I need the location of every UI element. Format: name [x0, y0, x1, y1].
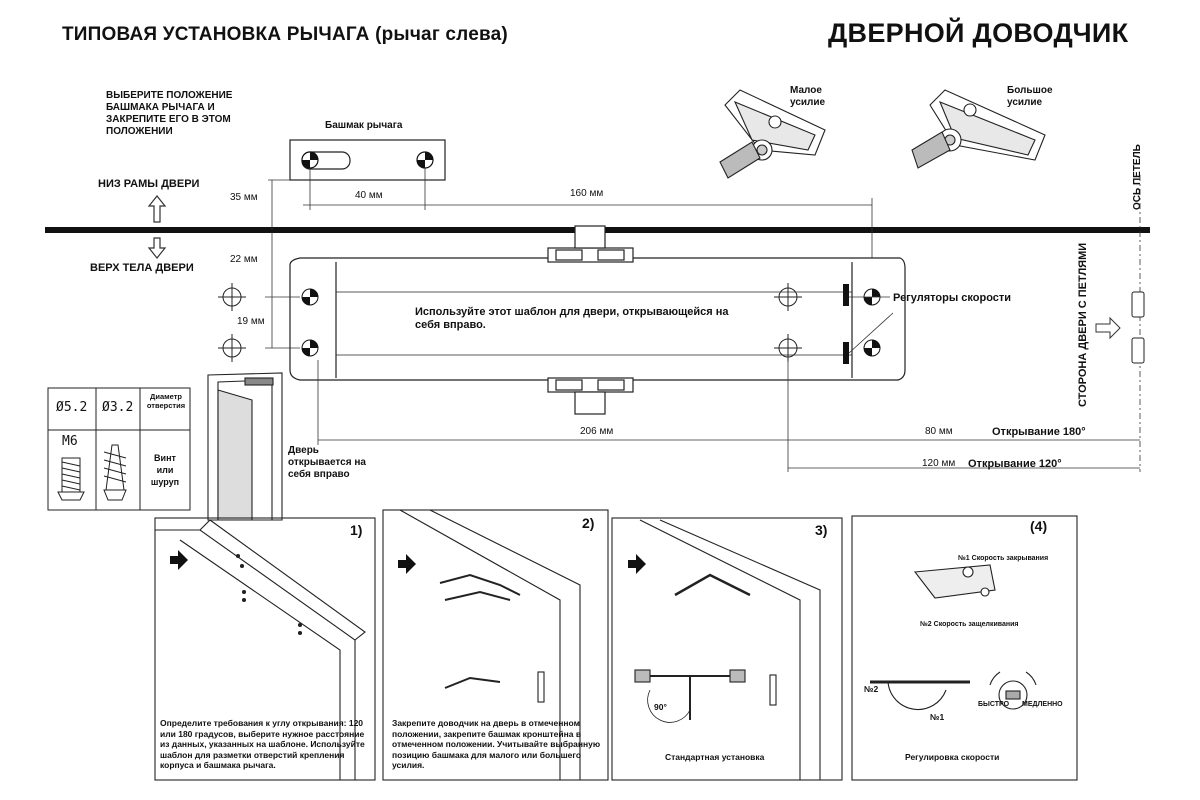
hinge-side-label: СТОРОНА ДВЕРИ С ПЕТЛЯМИ — [1077, 242, 1089, 407]
body-hole-4-icon — [863, 339, 881, 357]
dim-120: 120 мм — [922, 458, 956, 469]
speed-regulator-1-icon — [843, 284, 849, 306]
hole-diam-label: Диаметр отверстия — [146, 392, 186, 410]
panel-1-arrow-icon — [170, 550, 188, 570]
door-opens-label: Дверь открывается на себя вправо — [288, 445, 366, 480]
hinge-axis-label: ОСЬ ПЕТЕЛЬ — [1132, 144, 1143, 210]
dim-22: 22 мм — [230, 254, 258, 265]
dimension-lines-left — [265, 175, 1141, 472]
bolt-m6-label: М6 — [62, 434, 78, 449]
panel-2-arrow-icon — [398, 554, 416, 574]
step-1-text: Определите требования к углу открывания:… — [160, 718, 365, 770]
door-top-label: ВЕРХ ТЕЛА ДВЕРИ — [90, 262, 194, 274]
step-1-number: 1) — [350, 522, 363, 538]
right-arrow-icon — [1095, 316, 1121, 340]
body-hole-2-icon — [301, 339, 319, 357]
dim-160: 160 мм — [570, 188, 604, 199]
screw-table — [47, 387, 191, 511]
bracket-label: Башмак рычага — [325, 120, 403, 131]
screw-label: Винт или шуруп — [150, 453, 180, 487]
panel-4 — [851, 515, 1078, 781]
step-2-number: 2) — [582, 515, 595, 531]
bolt-icon — [57, 457, 85, 501]
down-arrow-icon — [147, 237, 167, 259]
up-arrow-icon — [147, 195, 167, 223]
hinge-icon — [1131, 291, 1145, 364]
instruction-text: ВЫБЕРИТЕ ПОЛОЖЕНИЕ БАШМАКА РЫЧАГА И ЗАКР… — [106, 90, 233, 137]
step-3-text: Стандартная установка — [665, 752, 765, 762]
dim-19: 19 мм — [237, 316, 265, 327]
frame-bottom-label: НИЗ РАМЫ ДВЕРИ — [98, 178, 200, 190]
step-3-number: 3) — [815, 522, 828, 538]
closer-body — [289, 225, 906, 415]
wood-screw-icon — [103, 444, 127, 501]
speed-n2-label: №2 — [864, 684, 879, 694]
step-2-text: Закрепите доводчик на дверь в отмеченном… — [392, 718, 601, 770]
page-title-left: ТИПОВАЯ УСТАНОВКА РЫЧАГА (рычаг слева) — [62, 24, 508, 45]
page-title-right: ДВЕРНОЙ ДОВОДЧИК — [828, 18, 1129, 48]
panel-2 — [382, 509, 609, 781]
speed-regulator-2-icon — [843, 342, 849, 364]
panel-3-arrow-icon — [628, 554, 646, 574]
template-center-text: Используйте этот шаблон для двери, откры… — [415, 306, 729, 331]
door-illustration — [207, 372, 283, 521]
panel-1 — [154, 517, 376, 781]
large-force-arm — [911, 89, 1046, 169]
bracket-hole-left-icon — [301, 151, 319, 169]
hole-diam-2: Ø3.2 — [102, 400, 134, 415]
small-force-label: Малое усилие — [790, 85, 826, 108]
alt-hole-marks — [218, 283, 802, 362]
open-120-label: Открывание 120° — [968, 458, 1062, 470]
body-hole-1-icon — [301, 288, 319, 306]
hole-diam-1: Ø5.2 — [56, 400, 88, 415]
large-force-label: Большое усилие — [1007, 85, 1053, 108]
speed-1-label: №1 Скорость закрывания — [958, 555, 1049, 562]
dim-206: 206 мм — [580, 426, 614, 437]
small-force-arm — [719, 89, 826, 179]
panel-3 — [611, 517, 843, 781]
slow-label: МЕДЛЕННО — [1022, 701, 1063, 708]
fast-label: БЫСТРО — [978, 701, 1010, 708]
step-4-text: Регулировка скорости — [905, 752, 1000, 762]
speed-2-label: №2 Скорость защелкивания — [920, 621, 1019, 628]
step-3-angle: 90° — [654, 702, 667, 712]
speed-n1-label: №1 — [930, 712, 945, 722]
speed-regulators-label: Регуляторы скорости — [893, 292, 1012, 304]
bracket-hole-right-icon — [416, 151, 434, 169]
dim-40: 40 мм — [355, 190, 383, 201]
open-180-label: Открывание 180° — [992, 426, 1086, 438]
dim-35: 35 мм — [230, 192, 258, 203]
dim-80: 80 мм — [925, 426, 953, 437]
step-4-number: (4) — [1030, 518, 1048, 534]
